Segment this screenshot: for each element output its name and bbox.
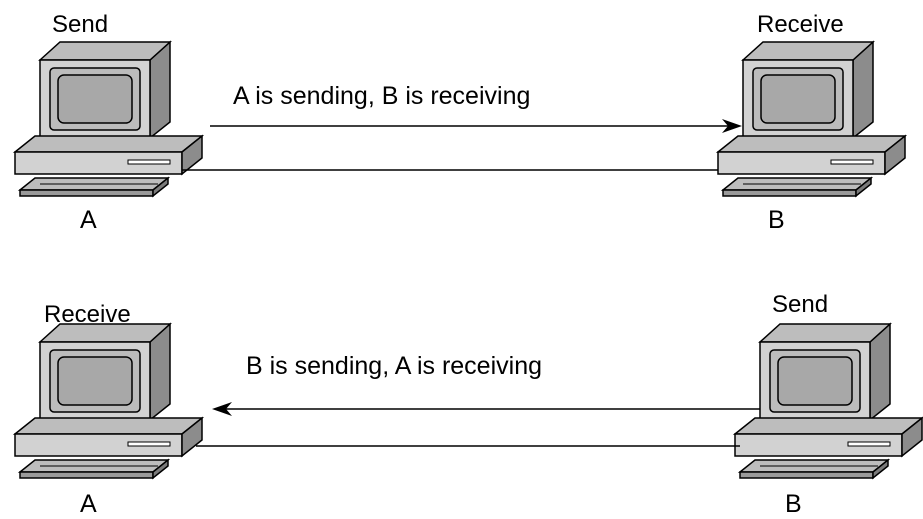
left-role-label: Send xyxy=(52,11,108,38)
right-role-label: Receive xyxy=(757,11,844,38)
row-2: Receive Send B is sending, A is receivin… xyxy=(14,291,923,518)
computer-a-icon xyxy=(14,41,203,197)
computer-a-icon xyxy=(14,323,203,479)
node-a-label: A xyxy=(80,206,97,234)
right-role-label: Send xyxy=(772,291,828,318)
message-label: B is sending, A is receiving xyxy=(246,352,542,380)
arrowhead-icon xyxy=(722,119,742,133)
row-1: Send Receive A is sending, B is receivin… xyxy=(14,11,906,234)
node-b-label: B xyxy=(768,206,785,234)
node-b-label: B xyxy=(785,490,802,518)
computer-b-icon xyxy=(717,41,906,197)
arrowhead-icon xyxy=(212,402,232,416)
node-a-label: A xyxy=(80,490,97,518)
message-label: A is sending, B is receiving xyxy=(233,82,530,110)
computer-b-icon xyxy=(734,323,923,479)
